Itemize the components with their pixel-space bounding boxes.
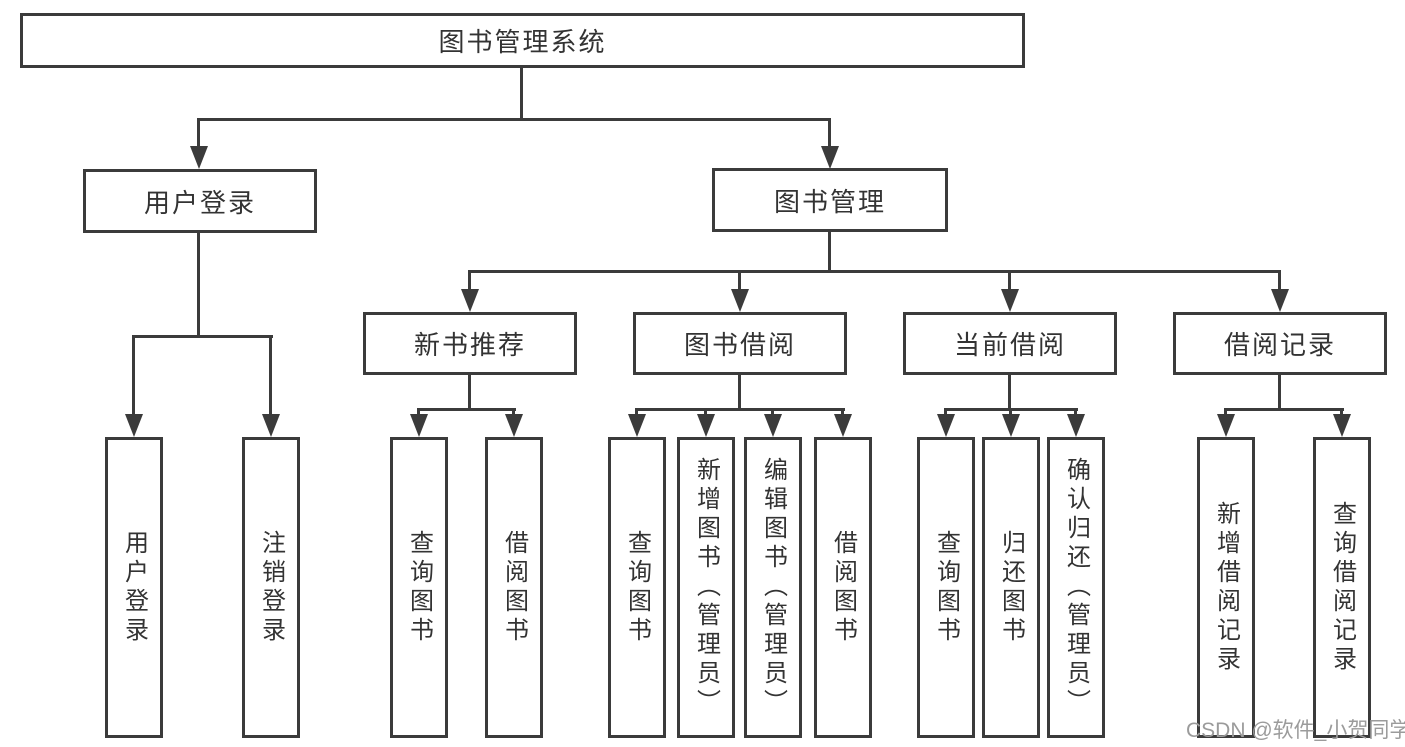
connector-newbook-horizontal (417, 408, 516, 411)
arrow-down-icon (1067, 414, 1085, 437)
node-new-book-recommend: 新书推荐 (363, 312, 577, 375)
connector-userlogin-right-stub (269, 335, 272, 416)
connector-bookmgmt-stub-2 (738, 270, 741, 292)
node-borrow-book: 借阅图书 (814, 437, 872, 738)
connector-records-vertical (1278, 375, 1281, 411)
connector-current-stub-3 (1074, 408, 1077, 417)
connector-bookmgmt-horizontal (468, 270, 1281, 273)
connector-borrowing-stub-2 (704, 408, 707, 417)
node-add-book-admin: 新增图书（管理员） (677, 437, 735, 738)
node-library-management-system: 图书管理系统 (20, 13, 1025, 68)
node-book-management: 图书管理 (712, 168, 948, 232)
arrow-down-icon (1333, 414, 1351, 437)
connector-bookmgmt-stub-4 (1278, 270, 1281, 292)
connector-newbook-vertical (468, 375, 471, 411)
arrow-down-icon (410, 414, 428, 437)
arrow-down-icon (731, 289, 749, 312)
connector-userlogin-horizontal (132, 335, 273, 338)
node-confirm-return-admin: 确认归还（管理员） (1047, 437, 1105, 738)
node-query-book-recommend: 查询图书 (390, 437, 448, 738)
connector-root-horizontal (197, 118, 831, 121)
connector-userlogin-left-stub (132, 335, 135, 416)
node-query-book-borrowing: 查询图书 (608, 437, 666, 738)
connector-newbook-stub-1 (417, 408, 420, 417)
arrow-down-icon (125, 414, 143, 437)
connector-records-stub-1 (1224, 408, 1227, 417)
arrow-down-icon (262, 414, 280, 437)
node-query-borrow-record: 查询借阅记录 (1313, 437, 1371, 738)
connector-current-vertical (1008, 375, 1011, 411)
connector-current-stub-1 (944, 408, 947, 417)
csdn-watermark: CSDN @软件_小贺同学 (1186, 719, 1405, 742)
node-borrowing-records: 借阅记录 (1173, 312, 1387, 375)
node-return-book: 归还图书 (982, 437, 1040, 738)
connector-bookmgmt-stub-1 (468, 270, 471, 292)
node-current-borrowing: 当前借阅 (903, 312, 1117, 375)
node-user-login: 用户登录 (83, 169, 317, 233)
arrow-down-icon (764, 414, 782, 437)
node-borrow-book-recommend: 借阅图书 (485, 437, 543, 738)
connector-borrowing-stub-1 (635, 408, 638, 417)
arrow-down-icon (461, 289, 479, 312)
connector-bookmgmt-stub-3 (1008, 270, 1011, 292)
connector-borrowing-stub-4 (841, 408, 844, 417)
node-logout-leaf: 注销登录 (242, 437, 300, 738)
arrow-down-icon (697, 414, 715, 437)
connector-root-right-stub (828, 118, 831, 149)
connector-root-vertical (520, 68, 523, 121)
node-edit-book-admin: 编辑图书（管理员） (744, 437, 802, 738)
arrow-down-icon (1002, 414, 1020, 437)
node-book-borrowing: 图书借阅 (633, 312, 847, 375)
arrow-down-icon (1271, 289, 1289, 312)
arrow-down-icon (190, 146, 208, 169)
connector-root-left-stub (197, 118, 200, 149)
connector-borrowing-horizontal (635, 408, 845, 411)
arrow-down-icon (937, 414, 955, 437)
connector-records-stub-2 (1340, 408, 1343, 417)
node-add-borrow-record: 新增借阅记录 (1197, 437, 1255, 738)
connector-borrowing-vertical (738, 375, 741, 411)
connector-newbook-stub-2 (512, 408, 515, 417)
node-user-login-leaf: 用户登录 (105, 437, 163, 738)
connector-userlogin-vertical (197, 233, 200, 337)
arrow-down-icon (834, 414, 852, 437)
connector-bookmgmt-vertical (828, 232, 831, 273)
arrow-down-icon (628, 414, 646, 437)
connector-records-horizontal (1224, 408, 1344, 411)
arrow-down-icon (505, 414, 523, 437)
arrow-down-icon (1217, 414, 1235, 437)
connector-borrowing-stub-3 (771, 408, 774, 417)
connector-current-stub-2 (1009, 408, 1012, 417)
node-query-book-current: 查询图书 (917, 437, 975, 738)
arrow-down-icon (821, 146, 839, 169)
arrow-down-icon (1001, 289, 1019, 312)
